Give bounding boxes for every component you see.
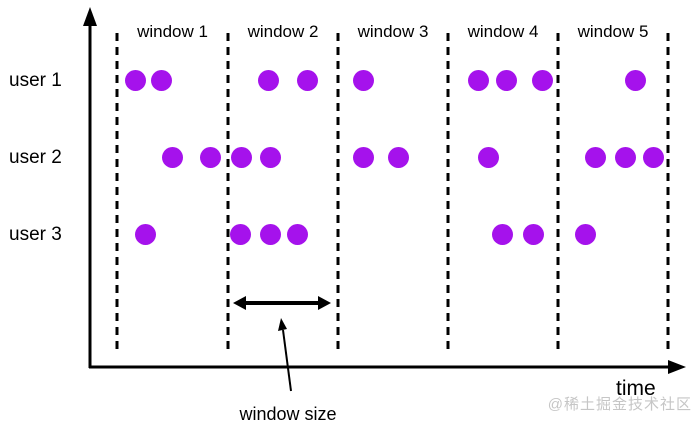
event-dot [199, 146, 221, 168]
event-dot [477, 146, 499, 168]
window-size-arrow-right-head-icon [318, 296, 331, 310]
event-dot [286, 223, 308, 245]
event-dot [624, 69, 646, 91]
event-dot [387, 146, 409, 168]
y-axis-arrowhead-icon [83, 7, 97, 26]
x-axis-arrowhead-icon [668, 360, 686, 374]
event-dot [134, 223, 156, 245]
annotation-pointer-head-icon [278, 318, 287, 331]
window-size-label: window size [239, 404, 337, 424]
event-dot [230, 146, 252, 168]
event-dot [531, 69, 553, 91]
window-label: window 4 [467, 22, 539, 41]
event-dot [584, 146, 606, 168]
event-dot [574, 223, 596, 245]
window-label: window 3 [357, 22, 429, 41]
window-label: window 2 [247, 22, 319, 41]
annotation-pointer-arrow [278, 318, 292, 392]
event-dot [124, 69, 146, 91]
event-dot [161, 146, 183, 168]
watermark-text: @稀土掘金技术社区 [547, 396, 692, 413]
user-label: user 3 [9, 224, 62, 245]
window-label: window 1 [137, 22, 208, 41]
event-dot [467, 69, 489, 91]
event-dot [491, 223, 513, 245]
event-dot [296, 69, 318, 91]
x-axis-label: time [616, 377, 656, 400]
event-dot [259, 223, 281, 245]
window-size-arrow-left-head-icon [233, 296, 246, 310]
event-dot [352, 146, 374, 168]
event-dot [642, 146, 664, 168]
event-dot [229, 223, 251, 245]
user-label: user 1 [9, 70, 62, 91]
event-dot [257, 69, 279, 91]
annotation-pointer-shaft [282, 329, 292, 392]
event-dot [259, 146, 281, 168]
event-dot [352, 69, 374, 91]
window-size-arrow [233, 296, 331, 310]
event-dot [495, 69, 517, 91]
event-dot [150, 69, 172, 91]
event-dot [614, 146, 636, 168]
event-dot [522, 223, 544, 245]
user-label: user 2 [9, 147, 62, 168]
window-label: window 5 [577, 22, 649, 41]
